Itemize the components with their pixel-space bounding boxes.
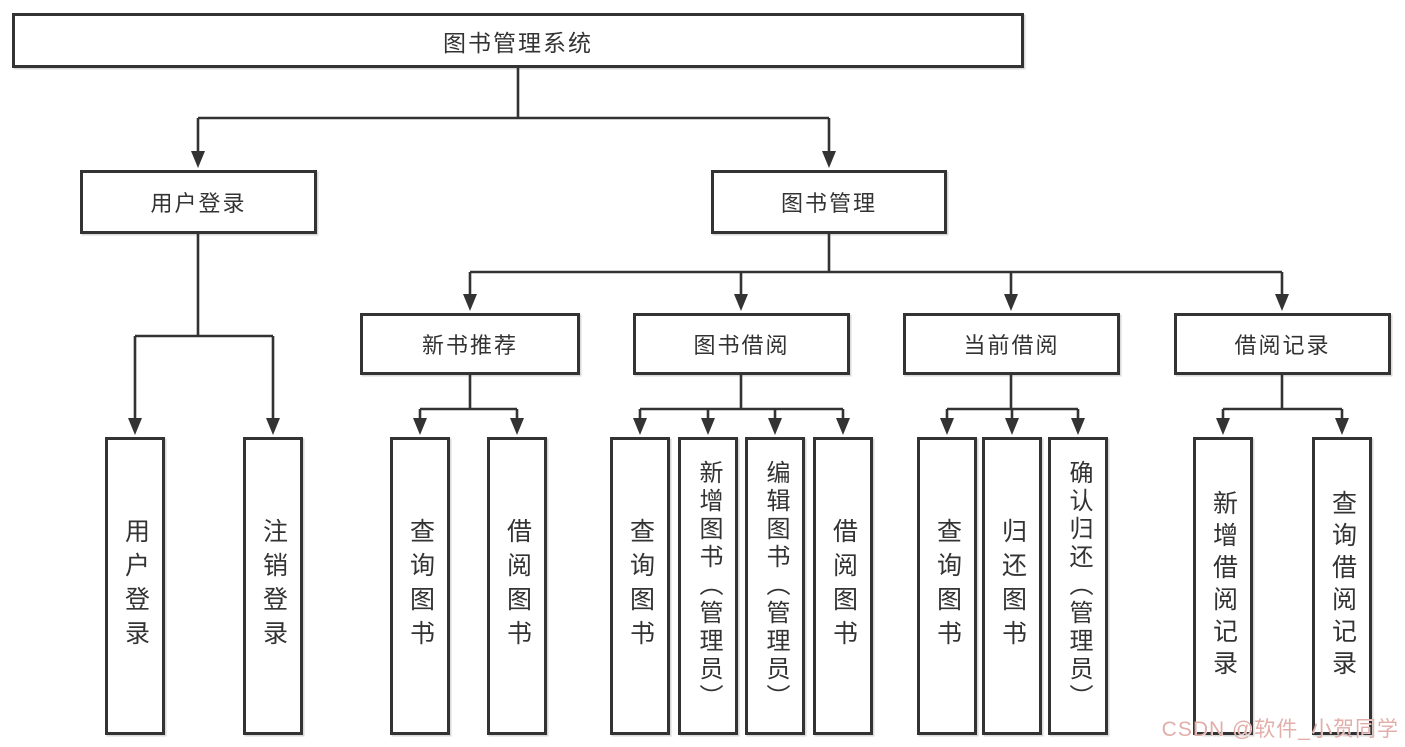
- node-edit-books-admin: 编辑图书（管理员）: [745, 437, 805, 735]
- node-book-borrowing: 图书借阅: [633, 313, 850, 375]
- node-return-books: 归还图书: [982, 437, 1042, 735]
- node-root: 图书管理系统: [12, 13, 1024, 68]
- node-confirm-return-admin: 确认归还（管理员）: [1048, 437, 1108, 735]
- node-add-books-admin: 新增图书（管理员）: [678, 437, 738, 735]
- node-query-books-under-recommend: 查询图书: [390, 437, 450, 735]
- node-book-management: 图书管理: [711, 170, 947, 234]
- node-query-borrow-record: 查询借阅记录: [1312, 437, 1372, 735]
- node-user-login: 用户登录: [80, 170, 317, 234]
- node-new-book-recommend: 新书推荐: [360, 313, 580, 375]
- node-add-borrow-record: 新增借阅记录: [1193, 437, 1253, 735]
- node-borrow-books-under-recommend: 借阅图书: [487, 437, 547, 735]
- node-logout-leaf: 注销登录: [243, 437, 303, 735]
- node-query-books-under-current: 查询图书: [917, 437, 977, 735]
- node-query-books-under-borrowing: 查询图书: [610, 437, 670, 735]
- node-user-login-leaf: 用户登录: [105, 437, 165, 735]
- node-current-borrowing: 当前借阅: [903, 313, 1120, 375]
- node-borrowing-records: 借阅记录: [1174, 313, 1391, 375]
- csdn-watermark: CSDN @软件_小贺同学: [1161, 718, 1399, 741]
- node-borrow-books-under-borrowing: 借阅图书: [813, 437, 873, 735]
